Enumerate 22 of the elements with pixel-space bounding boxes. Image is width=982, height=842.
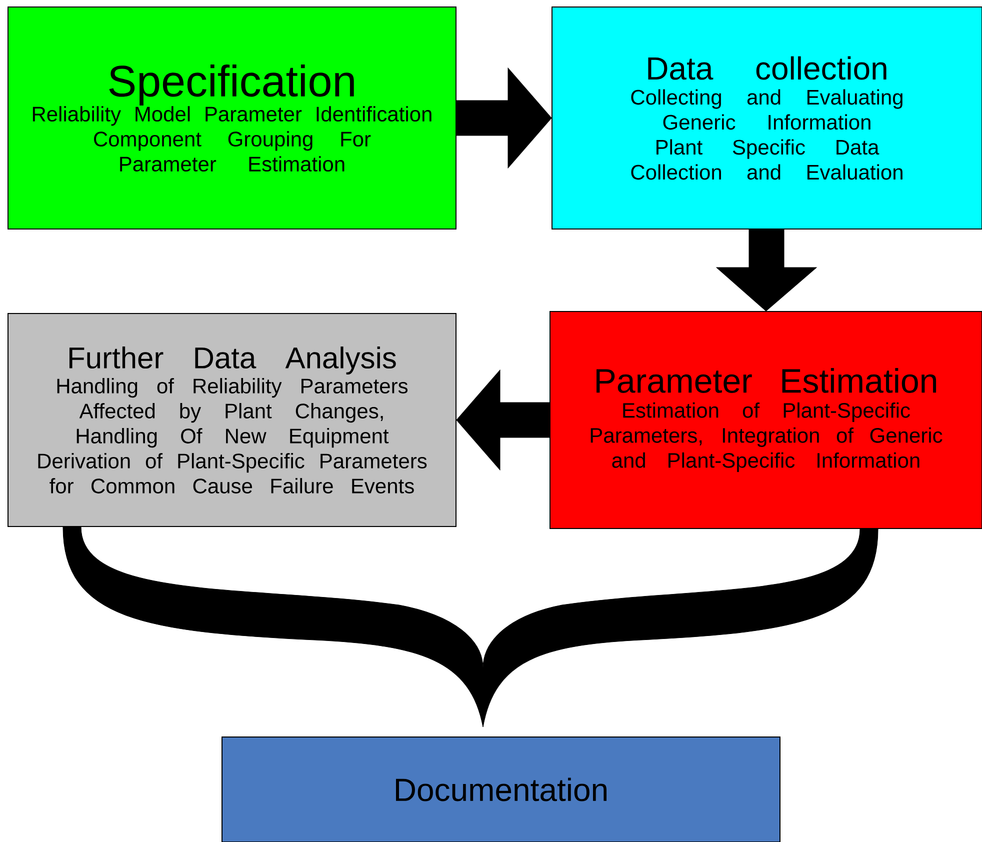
box-title: Documentation	[396, 778, 606, 802]
process-box	[222, 736, 780, 842]
block-arrow	[716, 228, 817, 312]
box-title: Data collection	[648, 56, 886, 80]
curly-brace	[482, 528, 878, 728]
box-text: Estimation of Plant-Specific Parameters, Integration of Generic and Plant-Specific Information	[590, 402, 942, 472]
process-box	[8, 6, 456, 230]
block-arrow	[456, 68, 552, 168]
process-box	[552, 6, 982, 230]
box-text: Derivation of Plant-Specific Parameters for Common Cause Failure Events	[38, 453, 427, 494]
box-text: Collecting and Evaluating Generic Information	[631, 89, 902, 130]
box-title: Parameter Estimation	[596, 368, 936, 393]
block-arrow	[456, 370, 550, 470]
box-text: Plant Specific Data Collection and Evaluation	[631, 139, 902, 180]
process-box	[550, 311, 982, 529]
box-title: Specification	[109, 64, 354, 106]
process-box	[8, 313, 456, 527]
box-title: Further Data Analysis	[69, 346, 396, 374]
box-text: Reliability Model Parameter Identification	[32, 106, 432, 126]
curly-brace	[62, 526, 484, 728]
box-text: Component Grouping For Parameter Estimation	[94, 131, 371, 172]
box-text: Handling of Reliability Parameters Affected by Plant Changes, Handling Of New Equipment	[57, 378, 408, 448]
